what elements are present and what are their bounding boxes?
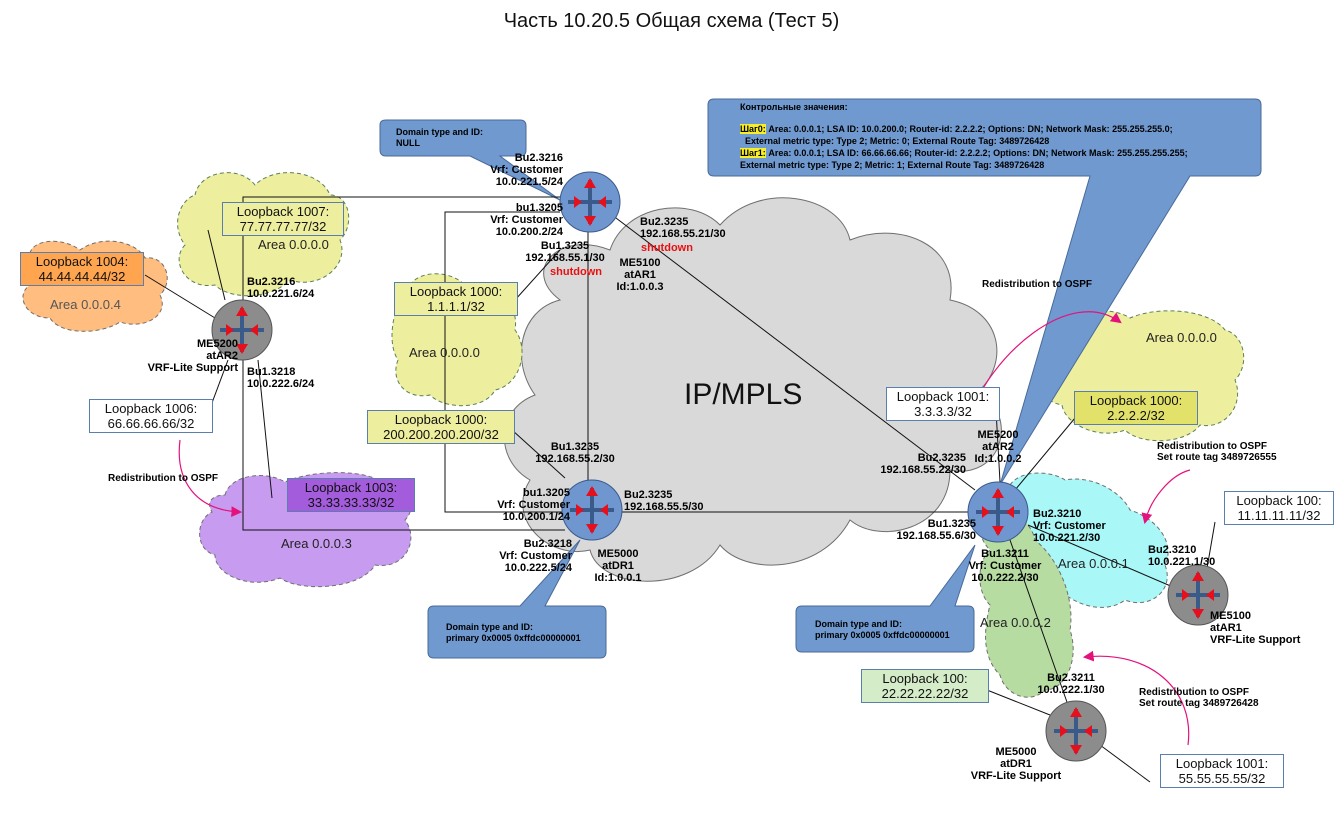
router-arrows-icon: [220, 306, 264, 354]
link-ar1-left-top: [242, 196, 560, 330]
router-arrows-icon: [570, 486, 614, 534]
router-arrows-icon: [976, 488, 1020, 536]
loopback-1000-bottom: Loopback 1000: 200.200.200.200/32: [367, 410, 515, 444]
control-step1: Шаг1: Area: 0.0.0.1; LSA ID: 66.66.66.66…: [740, 148, 1188, 159]
ar2-bu1-3235-label: Bu1.3235 192.168.55.6/30: [896, 518, 976, 542]
area-1-label: Area 0.0.0.1: [1058, 556, 1129, 571]
leader-lb1000-right: [1014, 411, 1081, 491]
loopback-1007: Loopback 1007: 77.77.77.77/32: [222, 202, 344, 236]
link-left-dr1: [242, 360, 565, 531]
links: [144, 196, 1216, 783]
router-right-ar1[interactable]: [1167, 564, 1229, 626]
router-arrows-icon: [1176, 571, 1220, 619]
step0-text: Area: 0.0.0.1; LSA ID: 10.0.200.0; Route…: [765, 124, 1173, 134]
loopback-100-right: Loopback 100: 11.11.11.11/32: [1224, 491, 1334, 525]
ar2-bu2-3235-label: Bu2.3235 192.168.55.22/30: [880, 452, 966, 476]
rdr1-router-name: ME5000 atDR1 VRF-Lite Support: [970, 746, 1062, 782]
ar1-bu2-3216-label: Bu2.3216 Vrf: Customer 10.0.221.5/24: [490, 152, 563, 188]
leader-lb1000-mid: [514, 249, 561, 301]
page-title: Часть 10.20.5 Общая схема (Тест 5): [503, 10, 840, 32]
step1-tag: Шаг1:: [740, 148, 766, 158]
dr1-bu2-3218-label: Bu2.3218 Vrf: Customer 10.0.222.5/24: [499, 538, 572, 574]
router-dr1-core[interactable]: [561, 479, 623, 541]
area-0-mid-label: Area 0.0.0.0: [409, 345, 480, 360]
callout-top-shape: [379, 119, 561, 201]
redist-left-text: Redistribution to OSPF: [108, 473, 218, 484]
ar1-bu2-3235-label: Bu2.3235 192.168.55.21/30: [640, 216, 726, 240]
leader-lb1004: [144, 274, 216, 319]
area-2-label: Area 0.0.0.2: [980, 615, 1051, 630]
ar2-bu2-3210-label: Bu2.3210 Vrf: Customer 10.0.221.2/30: [1033, 508, 1106, 544]
leader-lb1000-bottom: [511, 429, 566, 479]
ar1-bu1-3205-label: bu1.3205 Vrf: Customer 10.0.200.2/24: [490, 202, 563, 238]
control-step0: Шаг0: Area: 0.0.0.1; LSA ID: 10.0.200.0;…: [740, 124, 1173, 135]
ip-mpls-cloud: [503, 197, 1002, 582]
area-3-label: Area 0.0.0.3: [281, 536, 352, 551]
dr1-bu2-3235-label: Bu2.3235 192.168.55.5/30: [624, 489, 704, 513]
loopback-1003: Loopback 1003: 33.33.33.33/32: [287, 478, 415, 512]
left-bu2-3216-label: Bu2.3216 10.0.221.6/24: [247, 276, 315, 300]
link-ar1-ar2: [611, 214, 976, 491]
leader-lb100-bottom: [986, 689, 1051, 716]
redist-arrow-mid-right: [1141, 469, 1191, 525]
link-ar1-dr1-vrf: [444, 211, 562, 513]
loopback-1000-right: Loopback 1000: 2.2.2.2/32: [1074, 391, 1198, 425]
left-router-name: ME5200 atAR2 VRF-Lite Support: [147, 338, 238, 374]
area-0-right-label: Area 0.0.0.0: [1146, 330, 1217, 345]
loopback-100-bottom: Loopback 100: 22.22.22.22/32: [861, 669, 989, 703]
step1-text: Area: 0.0.0.1; LSA ID: 66.66.66.66; Rout…: [765, 148, 1188, 158]
router-arrows-icon: [1054, 707, 1098, 755]
ar1-bu1-3235-label: Bu1.3235 192.168.55.1/30: [525, 240, 605, 264]
router-left-ar2[interactable]: [211, 299, 273, 361]
ar1-router-name: ME5100 atAR1 Id:1.0.0.3: [616, 257, 664, 293]
leader-lb1001-left: [995, 409, 1001, 483]
control-step0-line2: External metric type: Type 2; Metric: 0;…: [740, 136, 1050, 146]
dr1-bu1-3235-label: Bu1.3235 192.168.55.2/30: [535, 441, 615, 465]
area-2-cloud: [979, 512, 1074, 698]
dr1-router-name: ME5000 atDR1 Id:1.0.0.1: [594, 548, 642, 584]
area-4-label: Area 0.0.0.4: [50, 297, 121, 312]
rdr1-bu2-3211-label: Bu2.3211 10.0.222.1/30: [1037, 672, 1105, 696]
ip-mpls-label: IP/MPLS: [684, 378, 803, 411]
loopback-1001-left: Loopback 1001: 3.3.3.3/32: [886, 387, 1000, 421]
rar1-router-name: ME5100 atAR1 VRF-Lite Support: [1210, 610, 1301, 646]
redist-arrow-left: [178, 439, 243, 518]
callout-dr1-text: Domain type and ID: primary 0x0005 0xffd…: [446, 622, 581, 643]
router-arrows-icon: [568, 178, 612, 226]
callout-control-shape: [707, 98, 1262, 486]
rar1-bu2-3210-label: Bu2.3210 10.0.221.1/30: [1148, 544, 1216, 568]
callout-dr1-shape: [427, 539, 607, 659]
leader-lb1003: [257, 359, 273, 499]
leader-lb1007: [207, 229, 226, 301]
callout-ar2-text: Domain type and ID: primary 0x0005 0xffd…: [815, 619, 950, 640]
redist-bottom-right-text: Redistribution to OSPF Set route tag 348…: [1139, 687, 1259, 709]
area-0-top-left-label: Area 0.0.0.0: [258, 237, 329, 252]
callout-top-text: Domain type and ID: NULL: [396, 127, 484, 148]
router-ar2-core[interactable]: [967, 481, 1029, 543]
router-bottom-dr1[interactable]: [1045, 700, 1107, 762]
redist-top-right-text: Redistribution to OSPF: [982, 279, 1092, 290]
ar1-bu1-3235-state: shutdown: [550, 266, 602, 278]
redist-mid-right-text: Redistribution to OSPF Set route tag 348…: [1157, 441, 1277, 463]
link-ar2-rar1: [1027, 524, 1181, 591]
loopback-1000-mid: Loopback 1000: 1.1.1.1/32: [394, 282, 518, 316]
loopback-1004: Loopback 1004: 44.44.44.44/32: [20, 252, 144, 286]
loopback-1001-bottom: Loopback 1001: 55.55.55.55/32: [1160, 754, 1284, 788]
leader-lb1001-bottom: [1099, 744, 1151, 783]
ar1-bu2-3235-state: shutdown: [641, 242, 693, 254]
link-ar2-rdr1: [1009, 539, 1069, 706]
loopback-1006: Loopback 1006: 66.66.66.66/32: [89, 399, 213, 433]
dr1-bu1-3205-label: bu1.3205 Vrf: Customer 10.0.200.1/24: [497, 487, 570, 523]
ar2-bu1-3211-label: Bu1.3211 Vrf: Customer 10.0.222.2/30: [968, 548, 1042, 584]
control-step1-line2: External metric type: Type 2; Metric: 1;…: [740, 160, 1045, 170]
callout-ar2-shape: [795, 544, 976, 653]
control-heading: Контрольные значения:: [740, 102, 848, 112]
redist-arrow-bottom-right: [1082, 650, 1190, 746]
router-ar1-core[interactable]: [559, 171, 621, 233]
ar2-router-name: ME5200 atAR2 Id:1.0.0.2: [974, 429, 1022, 465]
step0-tag: Шаг0:: [740, 124, 766, 134]
left-bu1-3218-label: Bu1.3218 10.0.222.6/24: [247, 366, 315, 390]
